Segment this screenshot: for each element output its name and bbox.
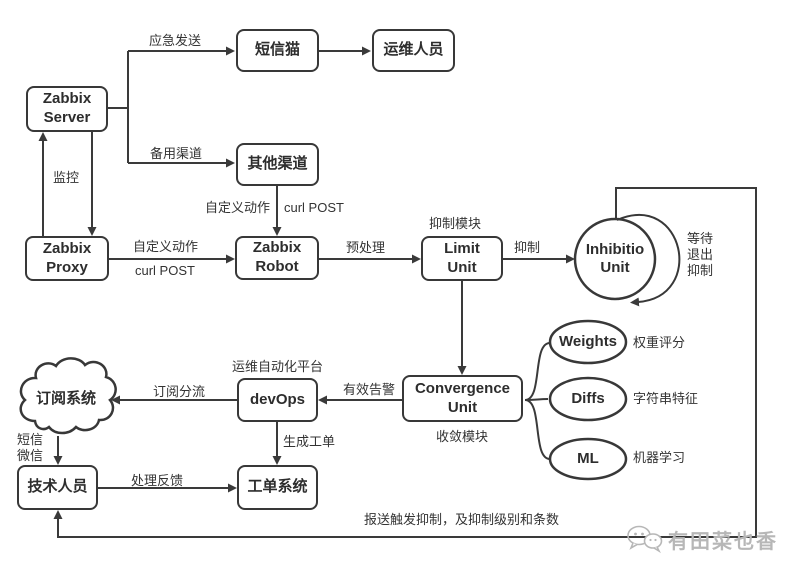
node-ops-staff: 运维人员 [372, 29, 455, 72]
node-devops: devOps [237, 378, 318, 422]
ml-ellipse [548, 437, 628, 481]
node-other-channel: 其他渠道 [236, 143, 319, 186]
label-curl-post-vertical: curl POST [284, 200, 344, 215]
label-ops-platform: 运维自动化平台 [232, 359, 324, 374]
edge-report-feedback [53, 187, 757, 538]
diffs-ellipse [548, 376, 628, 422]
node-weights: Weights [558, 333, 618, 350]
weights-ellipse [548, 319, 628, 365]
node-zabbix-robot: Zabbix Robot [235, 236, 319, 280]
label-suppress-module: 抑制模块 [429, 216, 482, 231]
label-custom-action-horizontal: 自定义动作 [133, 239, 199, 254]
inhibitio-circle [573, 217, 657, 301]
node-zabbix-proxy: Zabbix Proxy [25, 236, 109, 281]
label-backup-channel: 备用渠道 [150, 146, 203, 161]
watermark: 有田菜也香 [626, 524, 778, 554]
label-handle-feedback: 处理反馈 [131, 473, 184, 488]
node-tech-staff: 技术人员 [17, 465, 98, 510]
label-sms-wechat: 短信 微信 [17, 432, 44, 463]
wechat-icon [627, 525, 663, 554]
node-shapes [19, 213, 681, 481]
label-string-feature: 字符串特征 [633, 391, 699, 406]
label-curl-post-horizontal: curl POST [135, 263, 195, 278]
label-preprocess: 预处理 [346, 240, 386, 255]
label-report-suppress: 报送触发抑制，及抑制级别和条数 [364, 512, 560, 527]
node-sms-cat: 短信猫 [236, 29, 319, 72]
label-machine-learning: 机器学习 [633, 450, 686, 465]
node-ml: ML [577, 450, 599, 467]
label-converge-module: 收敛模块 [436, 429, 489, 444]
node-convergence-unit: Convergence Unit [402, 375, 523, 422]
watermark-text: 有田菜也香 [668, 530, 778, 553]
node-limit-unit: Limit Unit [421, 236, 503, 281]
edge-brace-ml [524, 399, 551, 460]
node-zabbix-server: Zabbix Server [26, 86, 108, 132]
edge-brace-weights [524, 342, 551, 401]
label-weight-score: 权重评分 [633, 335, 686, 350]
label-valid-alert: 有效告警 [343, 382, 396, 397]
label-create-ticket: 生成工单 [283, 434, 336, 449]
edge-lines [38, 46, 757, 538]
label-emergency-send: 应急发送 [149, 33, 202, 48]
label-monitor: 监控 [53, 170, 80, 185]
node-ticket-system: 工单系统 [237, 465, 318, 510]
label-subscribe-split: 订阅分流 [153, 384, 206, 399]
label-wait-exit-suppress: 等待 退出 抑制 [687, 231, 714, 278]
label-custom-action-vertical: 自定义动作 [204, 200, 270, 215]
node-inhibitio-unit: Inhibitio Unit [585, 241, 645, 276]
node-diffs: Diffs [571, 390, 605, 407]
label-suppress: 抑制 [514, 240, 541, 255]
node-subscribe-system: 订阅系统 [35, 390, 96, 407]
cloud-shape [19, 357, 117, 435]
edge-inhibitio-selfloop [616, 213, 681, 307]
